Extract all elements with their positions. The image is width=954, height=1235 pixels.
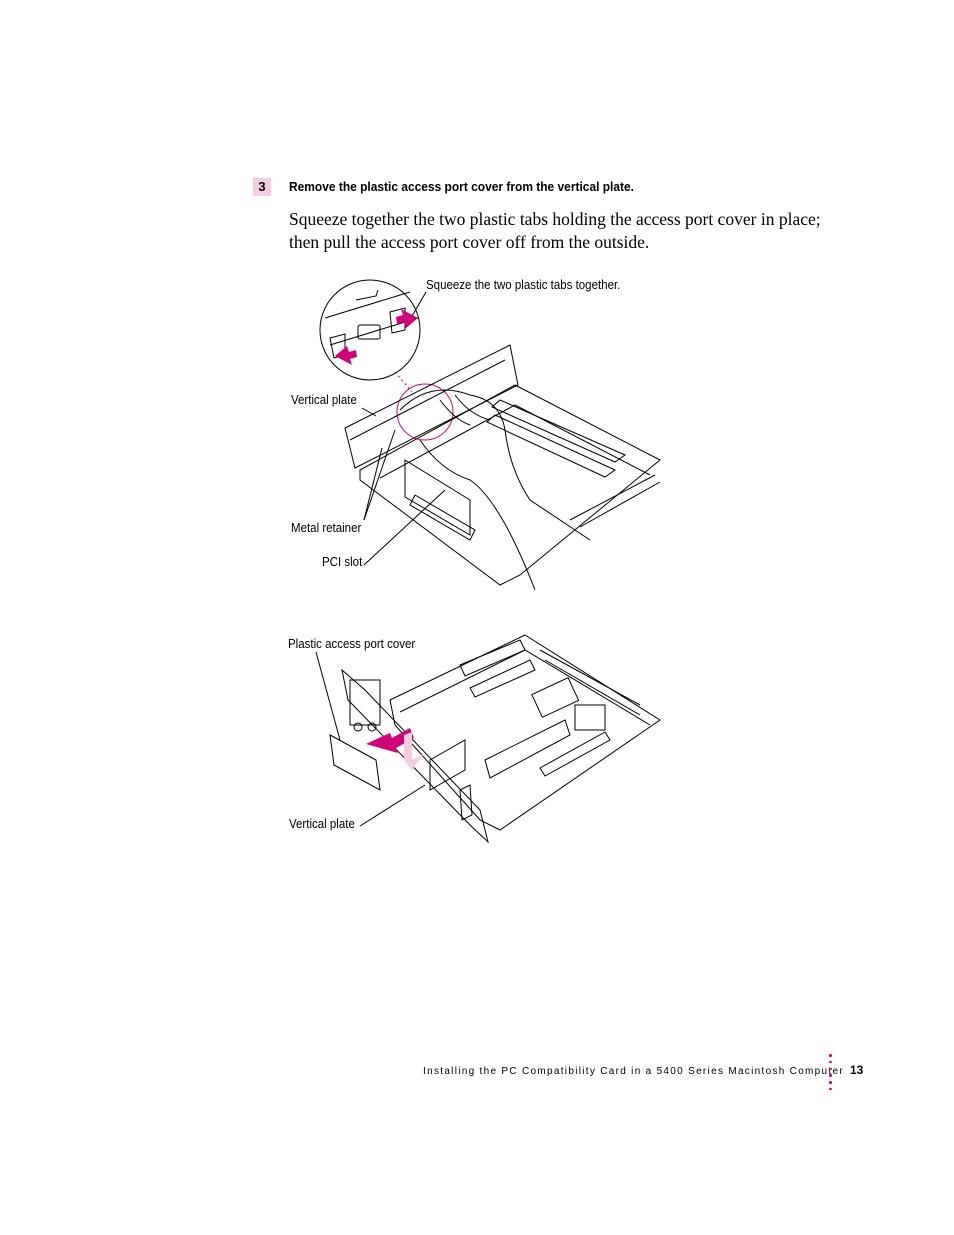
callout-pci-slot: PCI slot [322, 555, 363, 569]
step-number: 3 [253, 178, 271, 196]
step-title: Remove the plastic access port cover fro… [289, 179, 634, 194]
footer-dot-rule [829, 1054, 833, 1095]
callout-metal-retainer: Metal retainer [291, 521, 362, 535]
instruction-text: Squeeze together the two plastic tabs ho… [289, 209, 821, 252]
page-number: 13 [850, 1063, 864, 1077]
callout-vertical-plate-1: Vertical plate [291, 393, 357, 407]
callout-vertical-plate-2: Vertical plate [289, 817, 355, 831]
callout-squeeze-tabs: Squeeze the two plastic tabs together. [426, 278, 621, 292]
callout-plastic-cover: Plastic access port cover [288, 637, 416, 651]
running-footer: Installing the PC Compatibility Card in … [423, 1066, 844, 1077]
